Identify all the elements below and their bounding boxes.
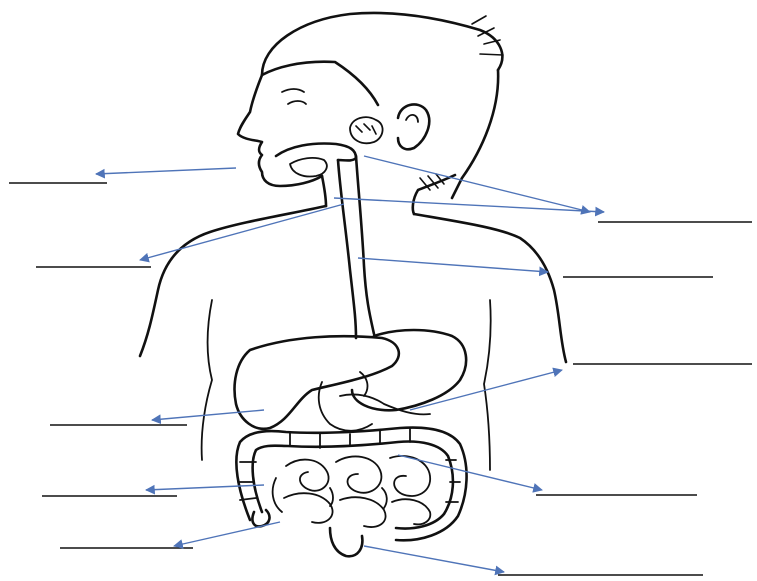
arrow-rectum — [364, 546, 504, 572]
head-outline — [238, 13, 503, 214]
arrow-salivary-gland — [364, 156, 590, 212]
arrow-liver — [152, 410, 264, 420]
arrow-mouth — [96, 168, 236, 174]
left-answer-blanks — [9, 183, 193, 548]
oral-cavity-and-esophagus — [276, 144, 374, 339]
arrow-appendix — [174, 522, 280, 546]
arrow-pharynx — [140, 204, 344, 260]
liver-and-stomach — [235, 330, 467, 431]
right-answer-blanks — [498, 222, 752, 575]
arrow-small-intestine — [398, 455, 542, 490]
arrow-esophagus — [358, 258, 548, 272]
pointer-arrows — [96, 156, 604, 572]
arrow-large-intestine — [146, 485, 264, 490]
intestines — [236, 428, 466, 557]
